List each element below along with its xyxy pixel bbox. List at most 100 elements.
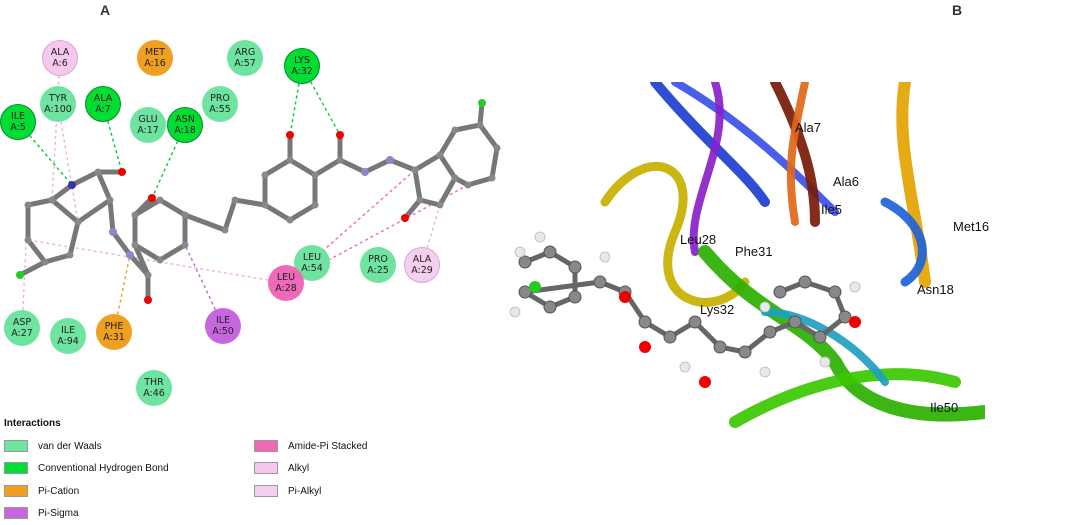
atom-r1: [261, 201, 269, 209]
ligand-3d-atom-17: [828, 285, 842, 299]
residue-position: A:54: [301, 263, 323, 274]
atom-i1: [411, 166, 419, 174]
legend-label: van der Waals: [38, 440, 102, 452]
atom-nz1: [109, 228, 117, 236]
ligand-3d-atom-16: [838, 310, 852, 324]
bond-b3-b4: [132, 242, 163, 263]
residue-name: ALA: [412, 254, 432, 265]
bond-c3-a5: [75, 197, 113, 225]
residue-name: TYR: [48, 93, 68, 104]
bond-a2-a3: [25, 237, 48, 265]
bond-cc1-nn1: [337, 157, 368, 175]
bond-amc-b4: [132, 242, 151, 278]
residue-position: A:32: [291, 66, 313, 77]
atom-i3: [436, 201, 444, 209]
atom-cc1: [336, 156, 344, 164]
ligand-3d-h-2: [509, 306, 521, 318]
bond-nn2-i1: [387, 157, 418, 173]
atom-r6: [286, 216, 294, 224]
atom-co1: [336, 131, 344, 139]
bond-j2-j3: [477, 122, 500, 151]
residue-position: A:29: [411, 265, 433, 276]
residue-position: A:27: [11, 328, 33, 339]
atom-n1: [68, 181, 76, 189]
bond-i3-i4: [437, 175, 458, 208]
residue-name: MET: [144, 47, 165, 58]
residue-name: ILE: [10, 111, 26, 122]
atom-a1: [24, 201, 32, 209]
bond-j3-j4: [489, 145, 500, 181]
atom-c2: [94, 168, 102, 176]
ligand-atoms: [16, 99, 501, 304]
residue-position: A:18: [174, 125, 196, 136]
interaction-leu28-i1: [285, 169, 416, 284]
residue-name: GLU: [138, 114, 158, 125]
residue-position: A:50: [212, 326, 234, 337]
bond-b2-b3: [157, 242, 188, 263]
residue-label-3d-ala6: Ala6: [833, 174, 860, 189]
ligand-bonds: [17, 100, 500, 303]
residue-position: A:16: [144, 58, 166, 69]
residue-label-3d-ile50: Ile50: [930, 400, 959, 415]
bond-b1-m1: [182, 212, 228, 233]
atom-nn1: [361, 168, 369, 176]
residue-position: A:31: [103, 332, 125, 343]
ligand-3d-h-3: [599, 251, 611, 263]
ligand-3d-atom-9: [663, 330, 677, 344]
bond-a4-a5: [67, 219, 81, 258]
protein-ribbon-9: [880, 197, 927, 287]
ligand-3d-atom-6: [593, 275, 607, 289]
bond-r3-r4: [287, 157, 318, 178]
legend-item: Pi-Sigma: [4, 507, 79, 519]
residue-label-3d-phe31: Phe31: [735, 244, 773, 259]
bond-i5-j1: [437, 127, 458, 158]
atom-a4: [66, 251, 74, 259]
atom-a6: [48, 196, 56, 204]
bond-i1-i2: [412, 167, 423, 203]
residue-position: A:94: [57, 336, 79, 347]
bond-r6-r1: [262, 202, 293, 223]
atom-b6: [156, 196, 164, 204]
residue-name: THR: [144, 377, 164, 388]
atom-r4: [311, 171, 319, 179]
panel-label-b: B: [952, 2, 963, 18]
residue-label-3d-ile5: Ile5: [821, 202, 842, 217]
atom-i2: [416, 196, 424, 204]
residue-label-3d-ala7: Ala7: [795, 120, 822, 135]
residue-name: PRO: [210, 93, 230, 104]
bond-b6-b1: [157, 197, 188, 218]
residue-position: A:100: [44, 104, 72, 115]
residue-position: A:55: [209, 104, 231, 115]
docking-3d-view: [505, 82, 985, 462]
ligand-3d-hetero-2: [639, 341, 651, 353]
ligand-3d-atom-18: [798, 275, 812, 289]
atom-cl1: [16, 271, 24, 279]
ligand-3d-atom-4: [543, 300, 557, 314]
ligand-3d-h-4: [679, 361, 691, 373]
interaction-ala29-i3: [421, 204, 441, 266]
legend-swatch: [4, 485, 28, 497]
interaction-leu28-j5: [285, 184, 469, 284]
interaction-diagram-2d: [16, 57, 501, 333]
bond-c3-nz1: [107, 197, 116, 235]
ligand-3d-atom-3: [568, 290, 582, 304]
protein-ribbon-0: [650, 82, 770, 207]
atom-o2: [118, 168, 126, 176]
atom-b4: [131, 241, 139, 249]
atom-amo: [144, 296, 152, 304]
bond-a5-a6: [49, 197, 81, 225]
atom-i5: [436, 151, 444, 159]
bond-j1-j2: [452, 122, 483, 133]
legend-label: Pi-Cation: [38, 485, 80, 497]
residue-position: A:57: [234, 58, 256, 69]
bond-b5-oh1: [132, 195, 155, 218]
atom-i4: [451, 174, 459, 182]
protein-ribbon-7: [698, 245, 985, 422]
bond-m1-m2: [222, 197, 238, 233]
